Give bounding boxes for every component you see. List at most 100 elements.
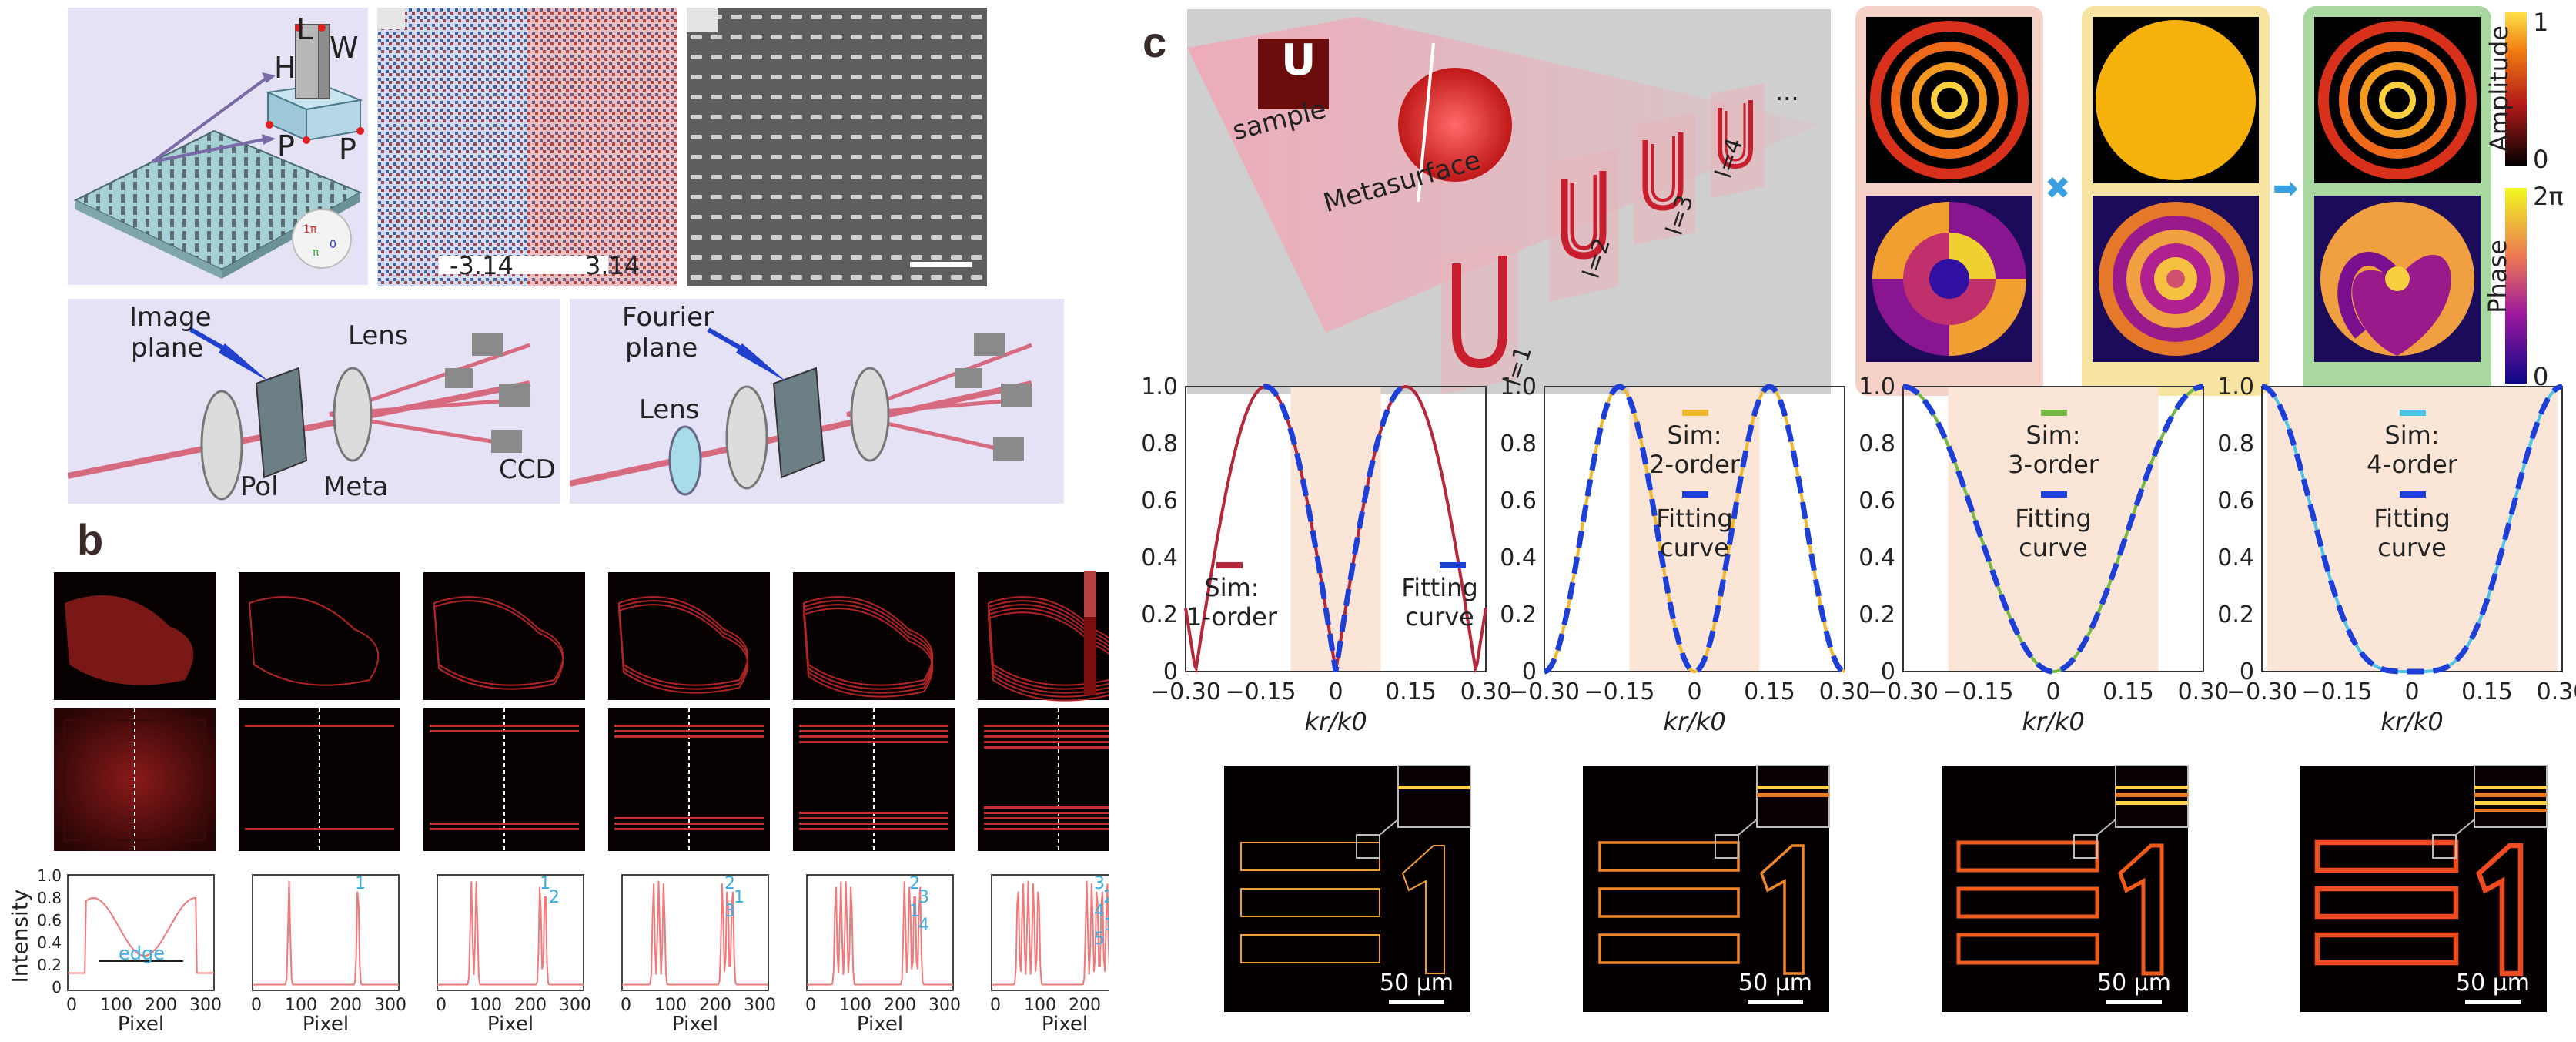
object-edge-line [617, 596, 749, 686]
plot-frame [621, 874, 769, 991]
zoom-fringe [2116, 801, 2188, 805]
panel-b-ylabel: Intensity [7, 889, 33, 983]
pass-band [1290, 387, 1381, 672]
fringe [799, 735, 948, 738]
ccd-label: CCD [499, 454, 556, 485]
x-tick-label: 100 [470, 996, 502, 1015]
object-edge-line [802, 596, 934, 686]
intensity-curve [253, 880, 399, 986]
legend-sim-label: 3-order [2008, 450, 2099, 479]
y-tick-label: 0 [52, 978, 62, 997]
zoom-inset [1397, 765, 1471, 828]
fringe [614, 730, 764, 732]
schematic-background [1187, 9, 1831, 394]
meta-label: Meta [323, 471, 389, 502]
x-tick-label: −0.30 [1509, 678, 1580, 705]
scale-bar [2465, 1000, 2521, 1004]
scale-bar-label: 50 μm [1738, 970, 1812, 997]
y-tick-label: 0.6 [37, 911, 62, 930]
scale-bar [1389, 1000, 1444, 1004]
object-image-2 [239, 572, 400, 700]
setup-fourier-plane [569, 299, 1064, 504]
y-tick-label: 0 [2240, 658, 2254, 685]
fringe [984, 735, 1133, 738]
fringe [984, 823, 1133, 825]
bar-outline [1956, 933, 2099, 965]
x-tick-label: 0.30 [1819, 678, 1871, 705]
x-tick-label: 0 [436, 996, 447, 1015]
peak-number: 1 [540, 874, 550, 893]
x-axis-label: Pixel [1042, 1013, 1088, 1036]
svg-text:0: 0 [330, 239, 336, 251]
zoom-line [1738, 819, 1758, 836]
zoom-fringe [1398, 786, 1470, 789]
y-tick-label: 1.0 [1500, 377, 1537, 400]
fringe [984, 730, 1133, 732]
intensity-plot-6: 0100200300Pixel32415 [990, 874, 1146, 1036]
amplitude-max: 1 [2533, 8, 2549, 37]
legend-fit-swatch [2041, 491, 2067, 498]
plot-frame [252, 874, 400, 991]
panel-b-letter: b [77, 515, 104, 564]
x-tick-label: −0.30 [1868, 678, 1939, 705]
x-tick-label: 200 [699, 996, 731, 1015]
intensity-curve [807, 881, 953, 986]
phase-map-image [377, 8, 677, 286]
x-tick-label: 200 [145, 996, 177, 1015]
fringe [984, 741, 1133, 743]
arrow-operator-icon: ➡ [2273, 171, 2299, 206]
legend-fit-swatch [1682, 491, 1708, 498]
scale-bar-label: 50 μm [2097, 970, 2171, 997]
amplitude-label: Amplitude [2484, 25, 2514, 152]
intensity-curve [622, 880, 768, 986]
x-axis-label: Pixel [857, 1013, 903, 1036]
x-tick-label: 300 [374, 996, 406, 1015]
x-tick-label: 300 [928, 996, 961, 1015]
peak-number: 1 [734, 888, 744, 907]
pass-band [1948, 387, 2159, 672]
y-tick-label: 0.2 [1141, 601, 1178, 628]
fringe [984, 746, 1133, 749]
edge-image-2: 50 μm [1583, 765, 1830, 1012]
legend-fit-label: curve [2377, 533, 2447, 562]
peak-number: 1 [909, 902, 920, 921]
panel-b-image-grid [0, 566, 1139, 890]
svg-text:π: π [313, 246, 319, 259]
plot-frame [806, 874, 954, 991]
bar-outline [1598, 887, 1740, 918]
x-tick-label: 0.15 [1385, 678, 1437, 705]
fringe [984, 812, 1133, 814]
x-tick-label: 0 [2046, 678, 2060, 705]
legend-fit-label: Fitting [2374, 504, 2451, 533]
y-tick-label: 0.4 [2217, 544, 2254, 571]
legend-sim-swatch [1216, 562, 1243, 568]
y-tick-label: 0.6 [1500, 487, 1537, 514]
digit-one-outline [2118, 843, 2164, 976]
legend-fit-label: Fitting [1401, 573, 1478, 602]
y-tick-label: 0.4 [1141, 544, 1178, 571]
legend-sim-label: Sim: [2026, 420, 2080, 450]
peak-number: 2 [909, 874, 920, 893]
zoom-fringe [2474, 793, 2547, 797]
x-tick-label: 200 [514, 996, 547, 1015]
zoom-box [2432, 834, 2457, 859]
fringe [799, 823, 948, 825]
x-tick-label: 200 [884, 996, 916, 1015]
object-edge-line [617, 604, 749, 694]
object-edge-line [617, 600, 749, 690]
panel-c-letter: c [1142, 18, 1167, 66]
zoom-fringe [1757, 786, 1829, 789]
x-tick-label: 0 [66, 996, 77, 1015]
object-fill [65, 595, 194, 685]
x-axis-label: Pixel [487, 1013, 534, 1036]
bar-outline [1598, 933, 1740, 964]
fringe [799, 725, 948, 727]
fringe [799, 741, 948, 743]
zoom-box [2073, 834, 2098, 859]
tf-chart-4: −0.30−0.1500.150.301.00.80.60.40.20kr/k0… [2217, 374, 2576, 736]
bar-outline [1956, 886, 2099, 919]
